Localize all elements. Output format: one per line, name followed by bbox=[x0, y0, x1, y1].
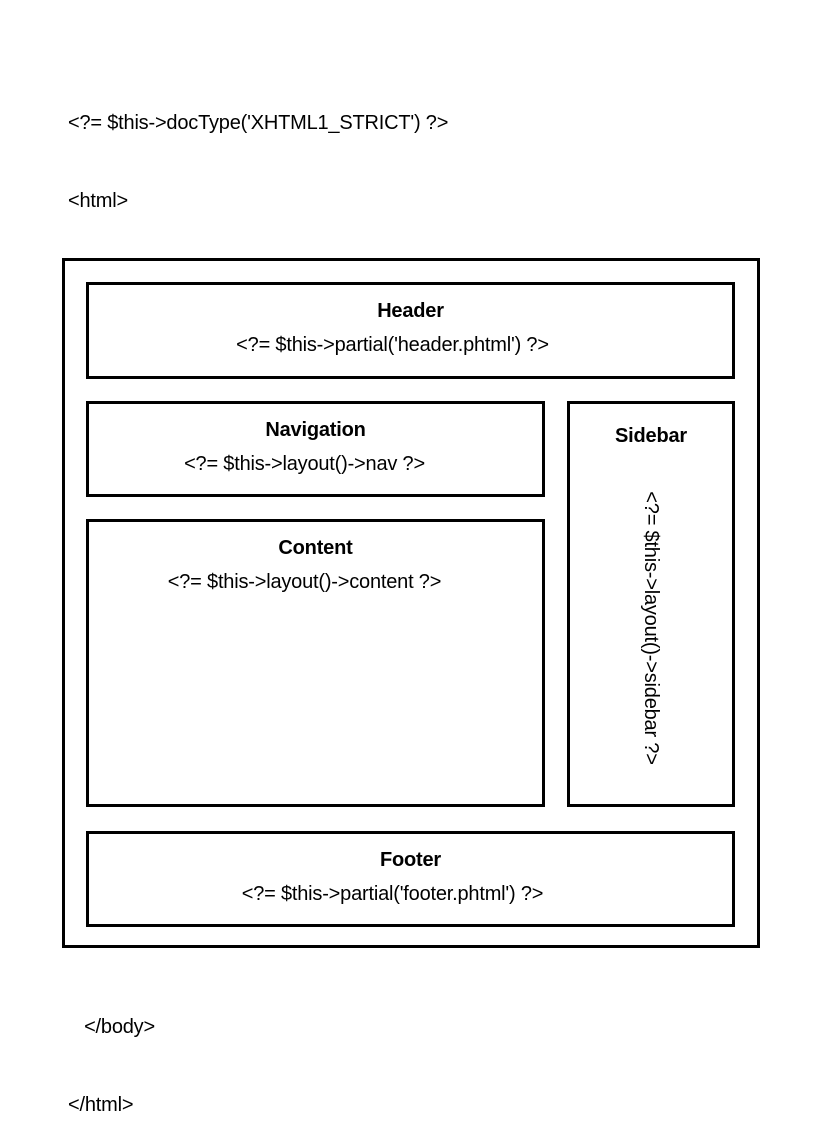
header-region-code: <?= $this->partial('header.phtml') ?> bbox=[236, 334, 549, 356]
footer-region-box: Footer <?= $this->partial('footer.phtml'… bbox=[86, 831, 735, 927]
navigation-region-box: Navigation <?= $this->layout()->nav ?> bbox=[86, 401, 545, 497]
navigation-region-code: <?= $this->layout()->nav ?> bbox=[184, 453, 425, 475]
sidebar-region-box: Sidebar <?= $this->layout()->sidebar ?> bbox=[567, 401, 735, 807]
sidebar-region-code: <?= $this->layout()->sidebar ?> bbox=[640, 491, 662, 765]
code-line-body-close: </body> bbox=[68, 1016, 155, 1038]
code-line-html-close: </html> bbox=[68, 1094, 134, 1116]
code-line-html-open: <html> bbox=[68, 190, 128, 212]
header-region-box: Header <?= $this->partial('header.phtml'… bbox=[86, 282, 735, 379]
footer-region-code: <?= $this->partial('footer.phtml') ?> bbox=[241, 883, 544, 905]
content-region-title: Content bbox=[278, 537, 353, 559]
footer-region-title: Footer bbox=[379, 849, 442, 871]
content-region-box: Content <?= $this->layout()->content ?> bbox=[86, 519, 545, 807]
header-region-title: Header bbox=[377, 300, 444, 322]
sidebar-region-title: Sidebar bbox=[615, 425, 687, 447]
code-line-doctype: <?= $this->docType('XHTML1_STRICT') ?> bbox=[68, 112, 449, 134]
bottom-code-block: </body> </html> bbox=[68, 962, 155, 1144]
sidebar-rotated-code-wrap: <?= $this->layout()->sidebar ?> bbox=[570, 456, 732, 800]
content-region-code: <?= $this->layout()->content ?> bbox=[167, 571, 442, 593]
navigation-region-title: Navigation bbox=[265, 419, 366, 441]
